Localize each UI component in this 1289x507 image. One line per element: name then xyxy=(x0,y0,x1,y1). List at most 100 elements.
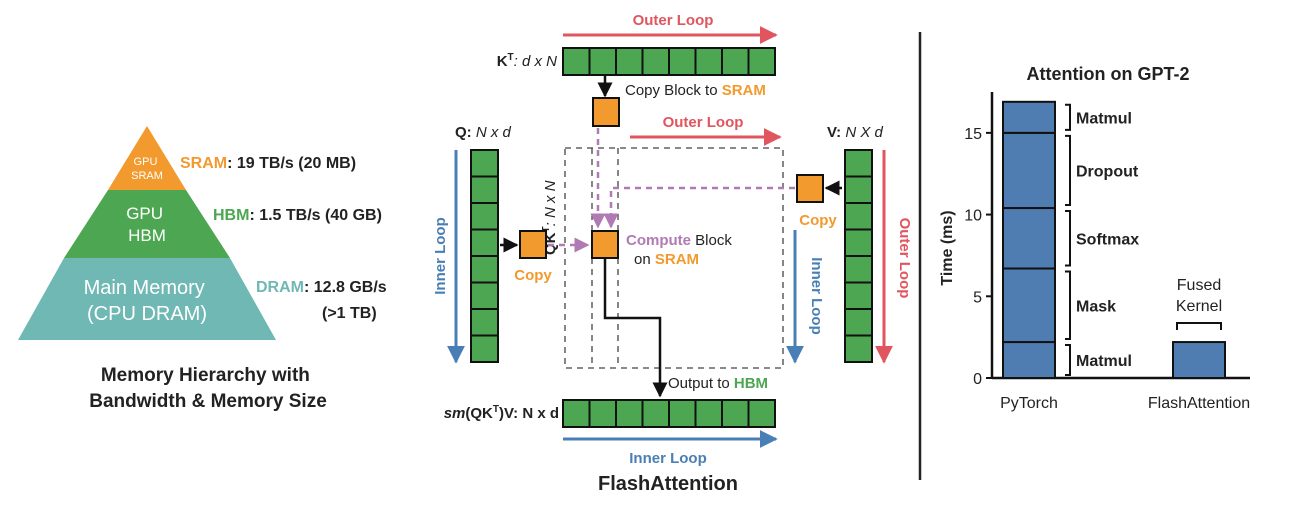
pyramid-hbm-tier xyxy=(64,190,230,258)
outer-loop-top-label: Outer Loop xyxy=(633,12,714,29)
k-sram-block xyxy=(592,97,620,127)
fused-bracket xyxy=(1176,322,1222,331)
q-label: Q: N x d xyxy=(455,124,512,141)
bar-segment xyxy=(1002,341,1056,379)
segment-bracket xyxy=(1065,344,1071,376)
v-cell xyxy=(844,255,873,284)
sram-tier-label: GPU SRAM xyxy=(131,156,163,182)
y-tick-label: 15 xyxy=(964,126,982,143)
q-cell xyxy=(470,255,499,284)
kt-cell xyxy=(562,47,591,76)
inner-loop-right-label: Inner Loop xyxy=(808,257,825,335)
outer-loop-right-label: Outer Loop xyxy=(896,218,913,299)
dram-spec: DRAM: 12.8 GB/s xyxy=(256,279,387,296)
pyramid-sram-tier xyxy=(108,126,186,190)
segment-bracket xyxy=(1065,103,1071,131)
kt-cell xyxy=(747,47,776,76)
hbm-tier-label: GPU HBM xyxy=(126,204,168,245)
hbm-spec: HBM: 1.5 TB/s (40 GB) xyxy=(213,207,382,224)
segment-label: Softmax xyxy=(1076,231,1139,248)
output-cell xyxy=(668,399,697,428)
output-cell xyxy=(641,399,670,428)
q-cell xyxy=(470,228,499,257)
output-cell xyxy=(562,399,591,428)
v-label: V: N X d xyxy=(827,124,884,141)
output-cell xyxy=(747,399,776,428)
q-cell xyxy=(470,175,499,204)
compute-sram-block xyxy=(591,230,619,259)
hierarchy-caption: Memory Hierarchy with Bandwidth & Memory… xyxy=(89,365,327,412)
compute-label: Compute Block xyxy=(626,232,732,249)
copy-right-label: Copy xyxy=(799,212,837,229)
bar-segment xyxy=(1002,267,1056,344)
segment-label: Dropout xyxy=(1076,163,1139,180)
v-sram-block xyxy=(796,174,824,203)
bar-segment xyxy=(1172,341,1226,379)
x-tick-label: FlashAttention xyxy=(1148,395,1250,412)
dram-spec-size: (>1 TB) xyxy=(322,305,377,322)
copy-block-label: Copy Block to SRAM xyxy=(625,82,766,99)
segment-bracket xyxy=(1065,210,1071,267)
chart-bars xyxy=(1002,100,1226,379)
inner-loop-bottom-label: Inner Loop xyxy=(629,450,707,467)
segment-label: Matmul xyxy=(1076,353,1132,370)
q-matrix xyxy=(470,149,499,363)
segment-label: Mask xyxy=(1076,298,1116,315)
memory-hierarchy: GPU SRAM GPU HBM Main Memory (CPU DRAM) … xyxy=(18,126,387,412)
output-label: Output to HBM xyxy=(668,375,768,392)
q-cell xyxy=(470,149,499,178)
output-cell xyxy=(721,399,750,428)
attention-chart: Attention on GPT-2 Time (ms) 051015PyTor… xyxy=(939,64,1250,412)
q-cell xyxy=(470,334,499,363)
copy-left-label: Copy xyxy=(514,267,552,284)
y-tick-label: 5 xyxy=(973,289,982,306)
flashattention-caption: FlashAttention xyxy=(598,473,738,495)
q-sram-block xyxy=(519,230,547,259)
dram-tier-label: Main Memory (CPU DRAM) xyxy=(84,277,211,325)
output-cell xyxy=(588,399,617,428)
v-cell xyxy=(844,281,873,310)
output-path xyxy=(603,258,668,398)
chart-ylabel: Time (ms) xyxy=(939,210,956,285)
kt-cell xyxy=(641,47,670,76)
pyramid-dram-tier xyxy=(18,258,276,340)
segment-label: Matmul xyxy=(1076,110,1132,127)
kt-cell xyxy=(615,47,644,76)
v-cell xyxy=(844,308,873,337)
kt-matrix xyxy=(562,47,776,76)
compute-label-2: on SRAM xyxy=(634,251,699,268)
kt-cell xyxy=(668,47,697,76)
q-cell xyxy=(470,202,499,231)
kt-cell xyxy=(721,47,750,76)
y-tick-label: 10 xyxy=(964,208,982,225)
kt-cell xyxy=(588,47,617,76)
kt-cell xyxy=(694,47,723,76)
v-cell xyxy=(844,228,873,257)
bar-segment xyxy=(1002,100,1056,134)
q-cell xyxy=(470,308,499,337)
outer-loop-mid-label: Outer Loop xyxy=(663,114,744,131)
q-cell xyxy=(470,281,499,310)
segment-bracket xyxy=(1065,134,1071,207)
bar-segment xyxy=(1002,207,1056,270)
v-matrix xyxy=(844,149,873,363)
kt-label: KT: d x N xyxy=(497,52,557,70)
output-cell xyxy=(694,399,723,428)
flashattention-diagram: Outer Loop KT: d x N Copy Block to SRAM … xyxy=(432,12,913,495)
output-cell xyxy=(615,399,644,428)
output-matrix xyxy=(562,399,776,428)
v-cell xyxy=(844,202,873,231)
v-to-compute-flow xyxy=(603,186,795,229)
chart-title: Attention on GPT-2 xyxy=(1027,64,1190,84)
sm-label: sm(QKT)V: N x d xyxy=(444,404,559,422)
inner-loop-left-label: Inner Loop xyxy=(432,217,449,295)
v-cell xyxy=(844,149,873,178)
sram-spec: SRAM: 19 TB/s (20 MB) xyxy=(180,155,356,172)
y-tick-label: 0 xyxy=(973,371,982,388)
v-cell xyxy=(844,175,873,204)
v-cell xyxy=(844,334,873,363)
